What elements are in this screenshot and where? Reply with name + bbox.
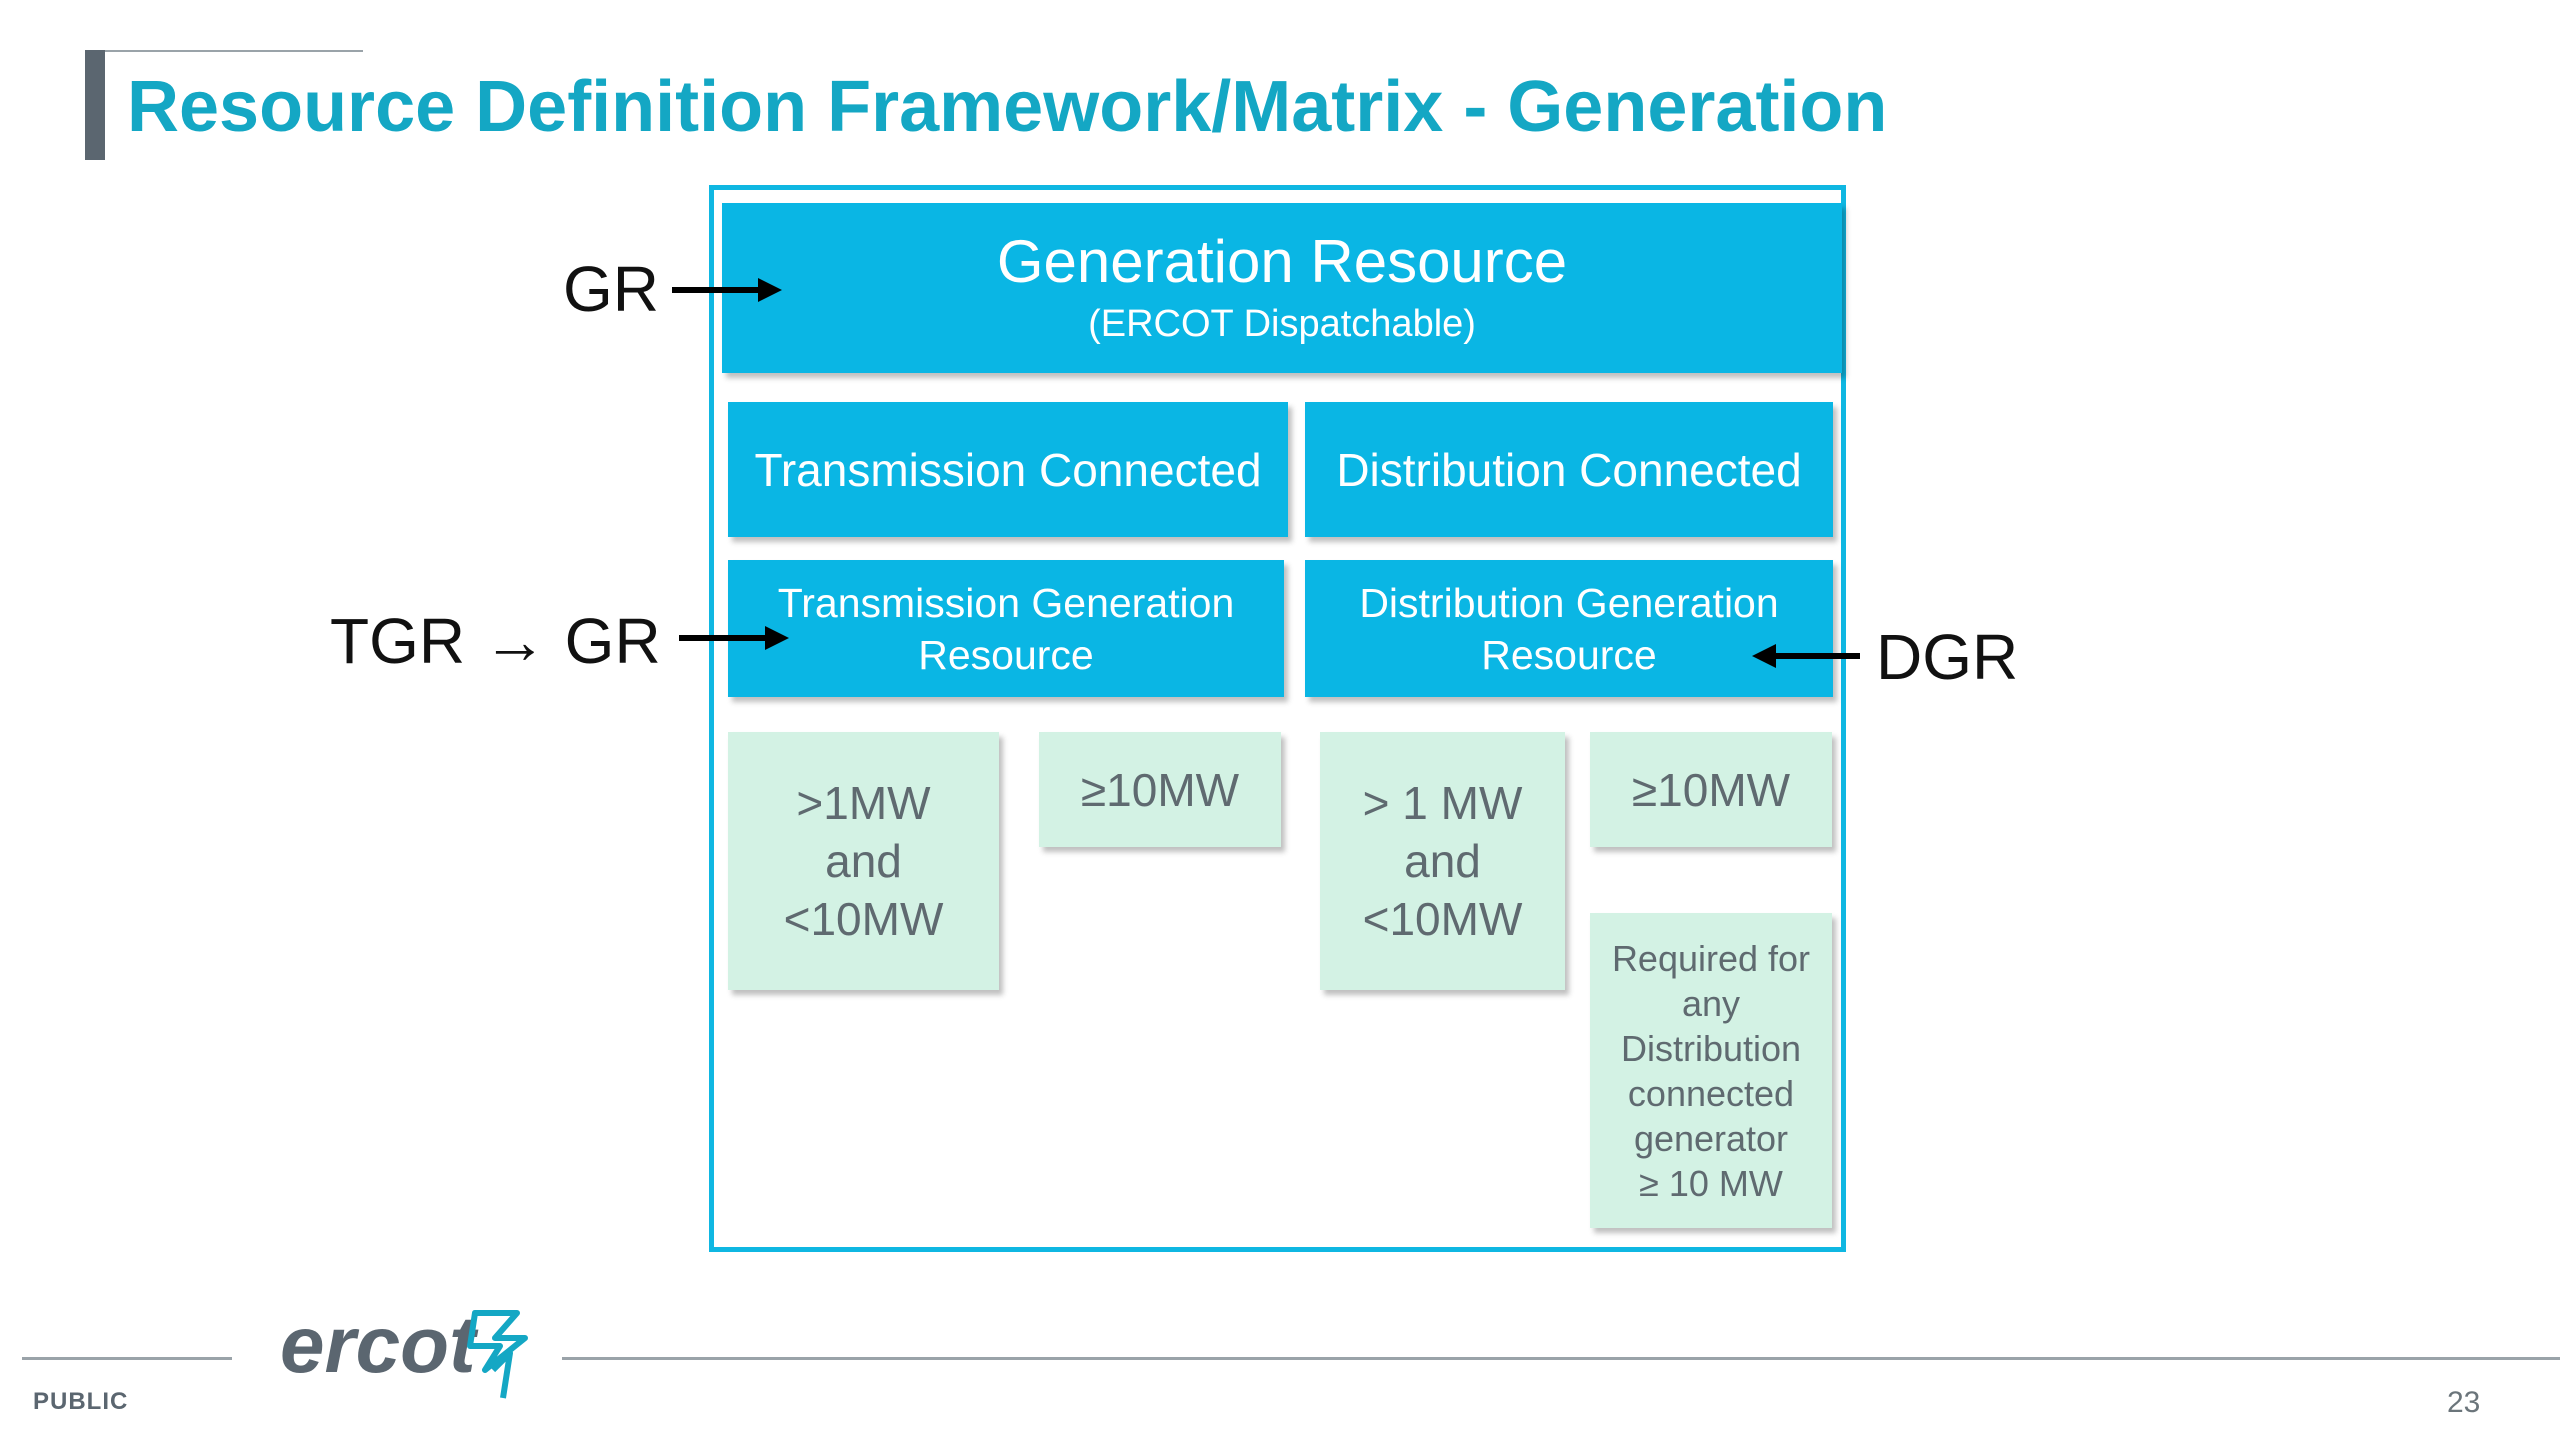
ercot-logo-mark-icon	[467, 1310, 528, 1399]
generation-resource-title: Generation Resource	[996, 228, 1568, 295]
tgr-box-line: Transmission Generation	[777, 579, 1235, 626]
dgr-small-line: and	[1404, 835, 1481, 887]
dgr-required-line: Required for	[1611, 937, 1811, 979]
transmission-generation-resource-box: Transmission Generation Resource	[728, 560, 1284, 697]
dgr-box-line: Distribution Generation	[1359, 579, 1779, 626]
diagram-frame	[709, 185, 1846, 1252]
classification-label: PUBLIC	[33, 1388, 129, 1415]
dgr-required-line: ≥ 10 MW	[1639, 1162, 1783, 1204]
title-accent-bar	[85, 50, 105, 160]
dgr-required-line: generator	[1633, 1117, 1789, 1159]
dgr-label: DGR	[1876, 621, 2019, 693]
tgr-small-line: >1MW	[796, 777, 931, 829]
dgr-required-note-box: Required for any Distribution connected …	[1590, 913, 1832, 1228]
ercot-logo: ercot	[280, 1300, 476, 1389]
tgr-label: TGR → GR	[330, 605, 661, 677]
dgr-box-line: Resource	[1481, 631, 1657, 678]
tgr-small-line: and	[825, 835, 902, 887]
tgr-large-label: ≥10MW	[1080, 763, 1240, 816]
gr-label: GR	[563, 253, 659, 325]
generation-resource-box: Generation Resource (ERCOT Dispatchable)	[722, 203, 1842, 373]
dgr-1-to-10mw-box: > 1 MW and <10MW	[1320, 732, 1565, 990]
title-accent-line	[85, 50, 363, 52]
slide-title: Resource Definition Framework/Matrix - G…	[127, 67, 1888, 147]
dgr-required-line: Distribution	[1620, 1027, 1802, 1069]
transmission-connected-label: Transmission Connected	[754, 443, 1262, 496]
transmission-connected-box: Transmission Connected	[728, 402, 1288, 537]
gr-arrow-icon	[672, 278, 782, 302]
page-number: 23	[2447, 1386, 2481, 1419]
distribution-connected-label: Distribution Connected	[1336, 443, 1802, 496]
dgr-10mw-plus-box: ≥10MW	[1590, 732, 1832, 847]
distribution-connected-box: Distribution Connected	[1305, 402, 1833, 537]
dgr-required-line: connected	[1627, 1072, 1795, 1114]
tgr-arrow-icon	[679, 626, 789, 650]
footer-divider-right	[562, 1357, 2560, 1360]
tgr-small-line: <10MW	[783, 893, 944, 945]
distribution-generation-resource-box: Distribution Generation Resource	[1305, 560, 1833, 697]
footer-divider-left	[22, 1357, 232, 1360]
dgr-large-label: ≥10MW	[1631, 763, 1791, 816]
dgr-required-line: any	[1681, 982, 1741, 1024]
dgr-arrow-icon	[1752, 644, 1860, 668]
tgr-10mw-plus-box: ≥10MW	[1039, 732, 1281, 847]
dgr-small-line: <10MW	[1362, 893, 1523, 945]
generation-resource-subtitle: (ERCOT Dispatchable)	[1088, 303, 1476, 345]
tgr-1-to-10mw-box: >1MW and <10MW	[728, 732, 999, 990]
dgr-small-line: > 1 MW	[1362, 777, 1523, 829]
tgr-box-line: Resource	[918, 631, 1094, 678]
